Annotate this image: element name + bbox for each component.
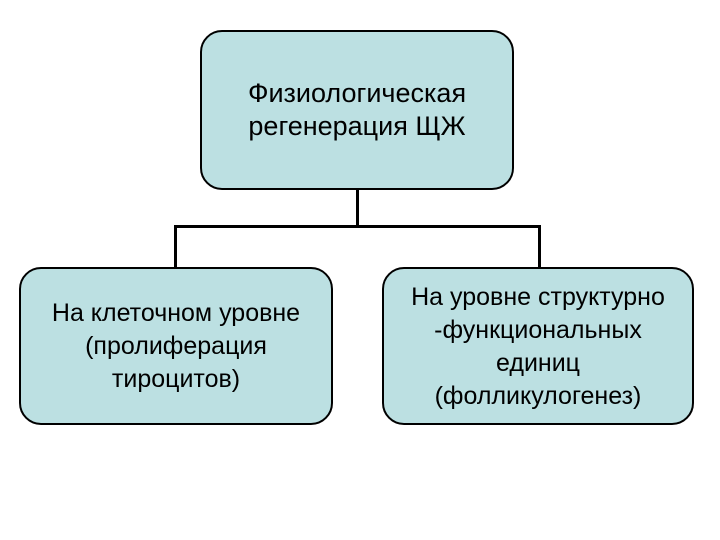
node-structural-line-3: единиц [496,349,580,377]
node-cellular-line-3: тироцитов) [111,364,241,393]
node-structural-line-1: На уровне структурно [411,283,665,311]
node-structural-line-4: (фолликулогенез) [434,382,642,410]
connector-drop-to-cellular [174,225,177,270]
node-cellular-line-2: (пролиферация [85,331,267,360]
connector-drop-to-structural [538,225,541,270]
node-root-line-1: Физиологическая [247,78,467,108]
connector-branch-bar [174,225,541,228]
node-root[interactable]: Физиологическая регенерация ЩЖ [200,30,514,190]
connector-root-stem [356,188,359,228]
node-root-line-2: регенерация ЩЖ [248,111,466,141]
node-cellular-level[interactable]: На клеточном уровне (пролиферация тироци… [19,267,333,425]
node-cellular-line-1: На клеточном уровне [51,298,301,327]
node-structural-line-2: -функциональных [434,316,642,344]
node-structural-functional-units[interactable]: На уровне структурно -функциональных еди… [382,267,694,425]
